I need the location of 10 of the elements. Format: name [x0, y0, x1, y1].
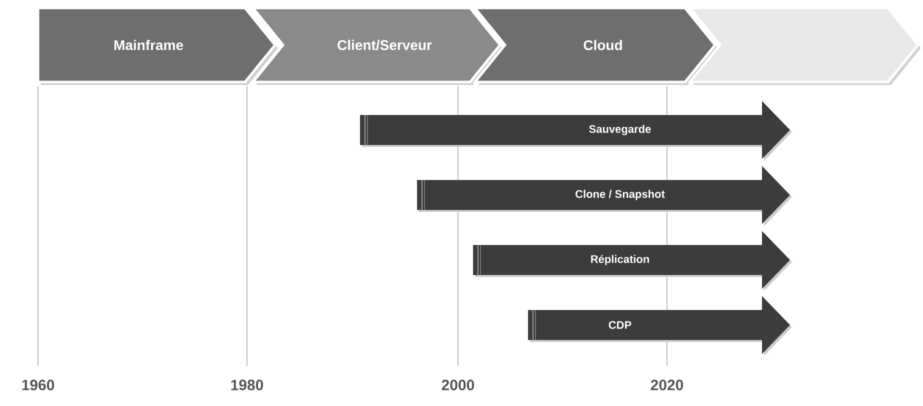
chevron-shape [687, 6, 921, 85]
timeline-bar: Réplication [473, 231, 792, 291]
chevron-box: Mainframe [36, 6, 278, 85]
year-label: 2000 [442, 380, 474, 390]
year-label: 1960 [22, 380, 54, 390]
year-label: 1980 [231, 380, 264, 390]
year-label: 2020 [650, 380, 684, 390]
timeline-bar: CDP [528, 296, 792, 356]
timeline-bar: Clone / Snapshot [417, 166, 792, 226]
timeline-bar: Sauvegarde [360, 101, 792, 161]
